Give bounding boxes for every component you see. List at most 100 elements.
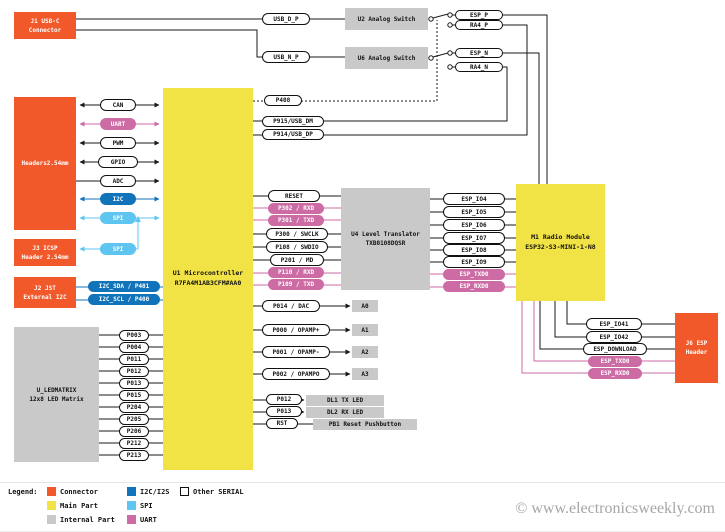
legend-item-other-serial: Other SERIAL <box>180 487 244 496</box>
box-a1: A1 <box>352 324 378 336</box>
copyright-text: © www.electronicsweekly.com <box>515 500 715 517</box>
pill-p108-swdio: P108 / SWDIO <box>266 241 328 253</box>
pill-led-p204: P204 <box>119 402 149 413</box>
pill-led-p003: P003 <box>119 330 149 341</box>
pill-usb-n-p: USB_N_P <box>262 51 310 63</box>
pill-led-p213: P213 <box>119 450 149 461</box>
pill-p914-usb-dp: P914/USB_DP <box>262 129 324 140</box>
box-label: Header 2.54mm <box>21 253 69 261</box>
pill-led-p015: P015 <box>119 390 149 401</box>
box-label: J1 USB-C <box>30 17 60 25</box>
pill-i2c: I2C <box>100 193 136 205</box>
pill-esp-io8: ESP_IO8 <box>443 244 505 256</box>
pill-p301-txd: P301 / TXD <box>268 215 324 226</box>
box-label: Connector <box>28 26 62 34</box>
legend-label: UART <box>140 515 157 524</box>
pill-rst: RST <box>266 418 298 429</box>
legend-label: Other SERIAL <box>193 487 244 496</box>
box-label: 12x8 LED Matrix <box>29 395 84 403</box>
pill-p109-txd: P109 / TXD <box>268 279 324 290</box>
box-label: U2 Analog Switch <box>357 15 416 23</box>
legend-label: Connector <box>60 487 98 496</box>
box-label: ESP32-S3-MINI-1-N8 <box>525 242 596 251</box>
pill-led-p012: P012 <box>119 366 149 377</box>
pill-p012: P012 <box>266 394 302 405</box>
legend-item-uart: UART <box>127 515 157 524</box>
box-label: R7FA4M1AB3CFM#AA0 <box>174 279 242 287</box>
box-j6-esp-header: J6 ESP Header <box>675 313 718 383</box>
legend-swatch <box>127 487 136 496</box>
legend-divider <box>0 482 725 483</box>
pill-led-p206: P206 <box>119 426 149 437</box>
box-pb1-reset-pushbutton: PB1 Reset Pushbutton <box>313 419 417 430</box>
pill-p013: P013 <box>266 406 302 417</box>
pill-ra4-p: RA4_P <box>455 20 503 30</box>
legend-item-internal-part: Internal Part <box>47 515 115 524</box>
box-label: M1 Radio Module <box>531 232 590 241</box>
box-label: TXB0108DQSR <box>365 240 406 247</box>
box-a3: A3 <box>352 368 378 380</box>
box-label: U4 Level Translator <box>351 231 420 238</box>
legend-swatch <box>127 501 136 510</box>
pill-esp-txd0: ESP_TXD0 <box>443 269 505 280</box>
legend-swatch <box>47 501 56 510</box>
pill-i2c-scl-p400: I2C_SCL / P400 <box>88 294 160 305</box>
pill-p201-md: P201 / MD <box>270 254 324 266</box>
legend-item-i2c-i2s: I2C/I2S <box>127 487 170 496</box>
legend-label: Main Part <box>60 501 98 510</box>
pill-p000-opamp-plus: P000 / OPAMP+ <box>262 324 330 336</box>
box-dl1-tx-led: DL1 TX LED <box>306 395 384 406</box>
pill-esp-n: ESP_N <box>455 48 503 58</box>
pill-pwm: PWM <box>100 137 136 149</box>
box-dl2-rx-led: DL2 RX LED <box>306 407 384 418</box>
legend-swatch <box>47 515 56 524</box>
box-label: External I2C <box>23 293 67 301</box>
pill-p302-rxd: P302 / RXD <box>268 203 324 214</box>
box-a2: A2 <box>352 346 378 358</box>
pill-esp-io4: ESP_IO4 <box>443 193 505 205</box>
pill-i2c-sda-p401: I2C_SDA / P401 <box>88 281 160 292</box>
legend-label: I2C/I2S <box>140 487 170 496</box>
box-label: U6 Analog Switch <box>357 54 416 62</box>
box-label: J2 JST <box>34 284 56 292</box>
pill-p014-dac: P014 / DAC <box>262 300 320 312</box>
legend-swatch <box>180 487 189 496</box>
legend-label: SPI <box>140 501 153 510</box>
pill-led-p004: P004 <box>119 342 149 353</box>
pill-esp-io7: ESP_IO7 <box>443 232 505 244</box>
pill-reset: RESET <box>268 190 320 202</box>
box-label: J6 ESP <box>685 340 708 347</box>
pill-p915-usb-dm: P915/USB_DM <box>262 116 324 127</box>
pill-p110-rxd: P110 / RXD <box>268 267 324 278</box>
pill-esp-download: ESP_DOWNLOAD <box>583 343 647 355</box>
pill-esp-rxd0: ESP_RXD0 <box>443 281 505 292</box>
pill-esp-io9: ESP_IO9 <box>443 256 505 268</box>
box-label: U1 Microcontroller <box>172 269 244 278</box>
pill-esp-rxd0-header: ESP_RXD0 <box>588 368 642 379</box>
pill-can: CAN <box>100 99 136 111</box>
legend-item-main-part: Main Part <box>47 501 98 510</box>
pill-esp-io6: ESP_IO6 <box>443 219 505 231</box>
pill-esp-io5: ESP_IO5 <box>443 206 505 218</box>
pill-adc: ADC <box>100 175 136 187</box>
pill-esp-io41: ESP_IO41 <box>586 318 642 330</box>
legend-item-spi: SPI <box>127 501 153 510</box>
pill-usb-d-p: USB_D_P <box>262 13 310 25</box>
pill-p300-swclk: P300 / SWCLK <box>266 228 328 240</box>
box-u2-analog-switch: U2 Analog Switch <box>345 8 428 30</box>
legend-item-connector: Connector <box>47 487 98 496</box>
pill-esp-txd0-header: ESP_TXD0 <box>588 356 642 367</box>
box-label: Header <box>685 349 708 356</box>
box-headers-254mm: Headers2.54mm <box>14 97 76 230</box>
legend-label: Internal Part <box>60 515 115 524</box>
pill-esp-p: ESP_P <box>455 10 503 20</box>
pill-led-p011: P011 <box>119 354 149 365</box>
